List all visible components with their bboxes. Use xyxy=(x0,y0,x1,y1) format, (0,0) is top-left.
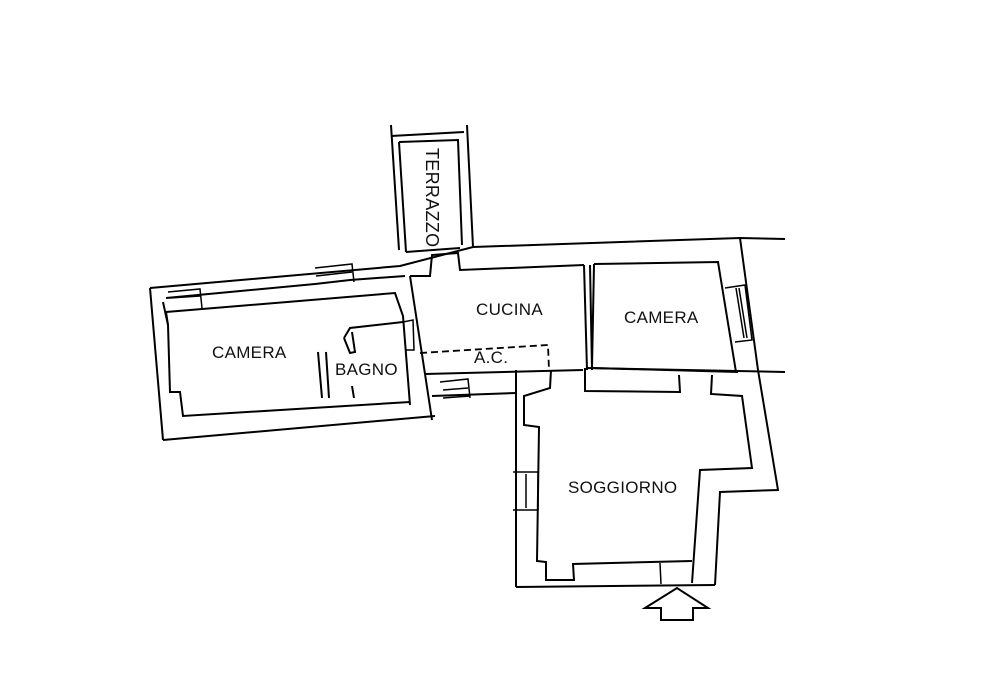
bagno-walls xyxy=(317,319,415,399)
room-label-camera-right: CAMERA xyxy=(624,308,699,327)
terrazzo-walls xyxy=(390,124,474,253)
room-label-camera-left: CAMERA xyxy=(212,343,287,362)
room-label-bagno: BAGNO xyxy=(335,360,398,379)
room-label-terrazzo: TERRAZZO xyxy=(422,148,442,248)
camera-left-walls xyxy=(165,263,411,418)
room-label-cucina: CUCINA xyxy=(476,300,543,319)
soggiorno-walls xyxy=(513,368,754,588)
room-label-soggiorno: SOGGIORNO xyxy=(568,478,678,497)
ac-walls xyxy=(431,378,517,399)
entrance-arrow-icon xyxy=(641,586,712,621)
room-label-ac: A.C. xyxy=(474,348,509,367)
camera-right-walls xyxy=(590,260,753,373)
